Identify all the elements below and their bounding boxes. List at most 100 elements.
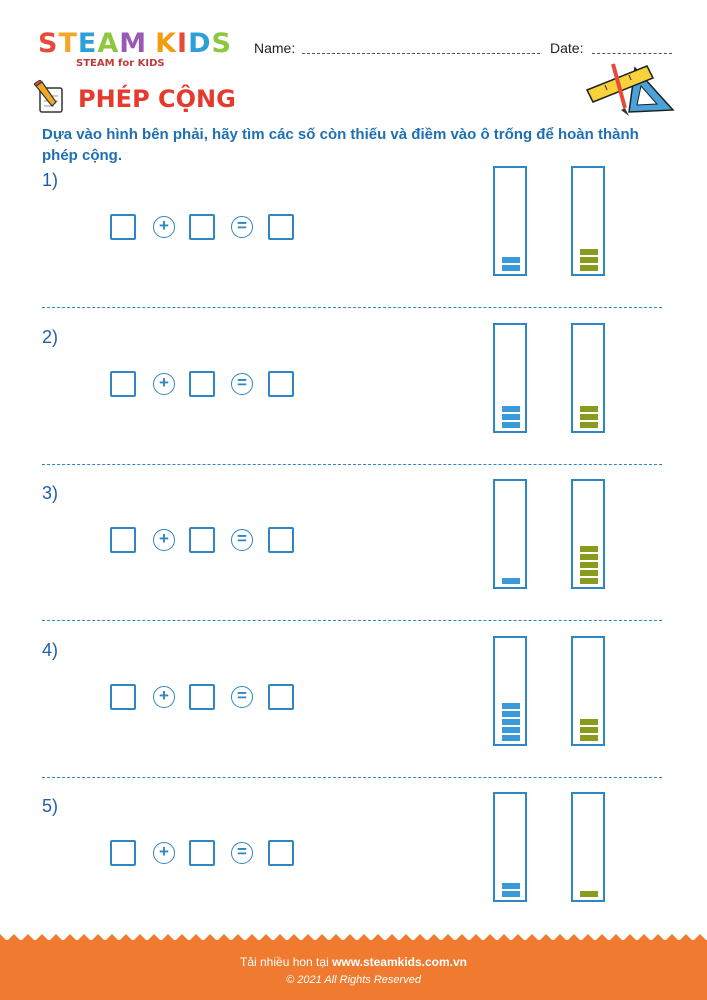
ruler-triangle-icon xyxy=(585,63,675,116)
first-addend-box[interactable] xyxy=(110,371,136,397)
blue-block-tube xyxy=(493,166,527,276)
counting-block xyxy=(580,719,598,725)
block-stack xyxy=(502,404,520,428)
counting-block xyxy=(502,406,520,412)
date-label: Date: xyxy=(550,40,584,56)
problem-number: 3) xyxy=(42,483,59,503)
problem-number: 5) xyxy=(42,796,59,816)
sum-box[interactable] xyxy=(268,840,294,866)
footer: Tải nhiều hon tại www.steamkids.com.vn ©… xyxy=(0,934,707,1000)
green-block-tube xyxy=(571,323,605,433)
counting-block xyxy=(580,578,598,584)
sum-box[interactable] xyxy=(268,684,294,710)
sum-box[interactable] xyxy=(268,214,294,240)
logo-letter: A xyxy=(97,28,120,59)
counting-block xyxy=(580,891,598,897)
counting-block xyxy=(502,735,520,741)
footer-copyright: © 2021 All Rights Reserved xyxy=(286,974,421,986)
block-stack xyxy=(580,889,598,897)
block-stack xyxy=(580,247,598,271)
counting-block xyxy=(580,554,598,560)
logo-tagline: STEAM for KIDS xyxy=(76,58,165,69)
counting-block xyxy=(580,406,598,412)
second-addend-box[interactable] xyxy=(189,684,215,710)
footer-site-link[interactable]: www.steamkids.com.vn xyxy=(332,955,467,969)
green-block-tube xyxy=(571,792,605,902)
counting-block xyxy=(580,570,598,576)
steam-kids-logo: STEAM KIDS STEAM for KIDS xyxy=(38,30,238,70)
footer-download-text: Tải nhiều hon tại www.steamkids.com.vn xyxy=(0,955,707,969)
counting-block xyxy=(580,249,598,255)
plus-sign: + xyxy=(153,373,175,395)
counting-block xyxy=(502,891,520,897)
problem-row: 2)+= xyxy=(0,323,707,483)
logo-wordmark: STEAM KIDS xyxy=(38,30,238,58)
logo-letter: K xyxy=(155,28,178,59)
counting-block xyxy=(502,257,520,263)
logo-letter: D xyxy=(188,28,212,59)
problem-number: 1) xyxy=(42,170,59,190)
blue-block-tube xyxy=(493,479,527,589)
block-stack xyxy=(580,544,598,584)
counting-block xyxy=(580,257,598,263)
second-addend-box[interactable] xyxy=(189,840,215,866)
counting-block xyxy=(580,727,598,733)
name-field[interactable] xyxy=(302,53,540,54)
problem-row: 3) + = xyxy=(0,479,707,639)
counting-block xyxy=(502,719,520,725)
plus-sign: + xyxy=(153,842,175,864)
pencil-paper-icon xyxy=(34,80,63,113)
sum-box[interactable] xyxy=(268,527,294,553)
equals-sign: = xyxy=(231,686,253,708)
block-stack xyxy=(502,701,520,741)
problem-number: 4) xyxy=(42,640,59,660)
second-addend-box[interactable] xyxy=(189,371,215,397)
footer-prefix: Tải nhiều hon tại xyxy=(240,955,333,969)
section-divider xyxy=(42,307,662,308)
counting-block xyxy=(502,883,520,889)
problem-row: 5) + = xyxy=(0,792,707,952)
block-stack xyxy=(580,404,598,428)
plus-sign: + xyxy=(153,686,175,708)
counting-block xyxy=(580,546,598,552)
problem-row: 4) + = xyxy=(0,636,707,796)
second-addend-box[interactable] xyxy=(189,214,215,240)
green-block-tube xyxy=(571,636,605,746)
logo-letter: S xyxy=(211,28,232,59)
first-addend-box[interactable] xyxy=(110,214,136,240)
equals-sign: = xyxy=(231,529,253,551)
equals-sign: = xyxy=(231,842,253,864)
block-stack xyxy=(502,881,520,897)
page-title: PHÉP CỘNG xyxy=(78,85,236,113)
sum-box[interactable] xyxy=(268,371,294,397)
name-label: Name: xyxy=(254,40,296,56)
second-addend-box[interactable] xyxy=(189,527,215,553)
blue-block-tube xyxy=(493,636,527,746)
problem-row: 1) + = xyxy=(0,166,707,326)
logo-letter: I xyxy=(177,28,189,59)
first-addend-box[interactable] xyxy=(110,527,136,553)
first-addend-box[interactable] xyxy=(110,684,136,710)
counting-block xyxy=(502,711,520,717)
plus-sign: + xyxy=(153,529,175,551)
logo-letter: T xyxy=(58,28,78,59)
first-addend-box[interactable] xyxy=(110,840,136,866)
counting-block xyxy=(502,727,520,733)
counting-block xyxy=(502,703,520,709)
plus-sign: + xyxy=(153,216,175,238)
counting-block xyxy=(502,414,520,420)
blue-block-tube xyxy=(493,792,527,902)
block-stack xyxy=(580,717,598,741)
counting-block xyxy=(580,414,598,420)
counting-block xyxy=(502,265,520,271)
date-field[interactable] xyxy=(592,53,672,54)
counting-block xyxy=(580,265,598,271)
equals-sign: = xyxy=(231,216,253,238)
logo-letter: E xyxy=(77,28,98,59)
section-divider xyxy=(42,620,662,621)
block-stack xyxy=(502,576,520,584)
footer-zigzag xyxy=(0,934,707,942)
counting-block xyxy=(502,422,520,428)
section-divider xyxy=(42,464,662,465)
counting-block xyxy=(502,578,520,584)
